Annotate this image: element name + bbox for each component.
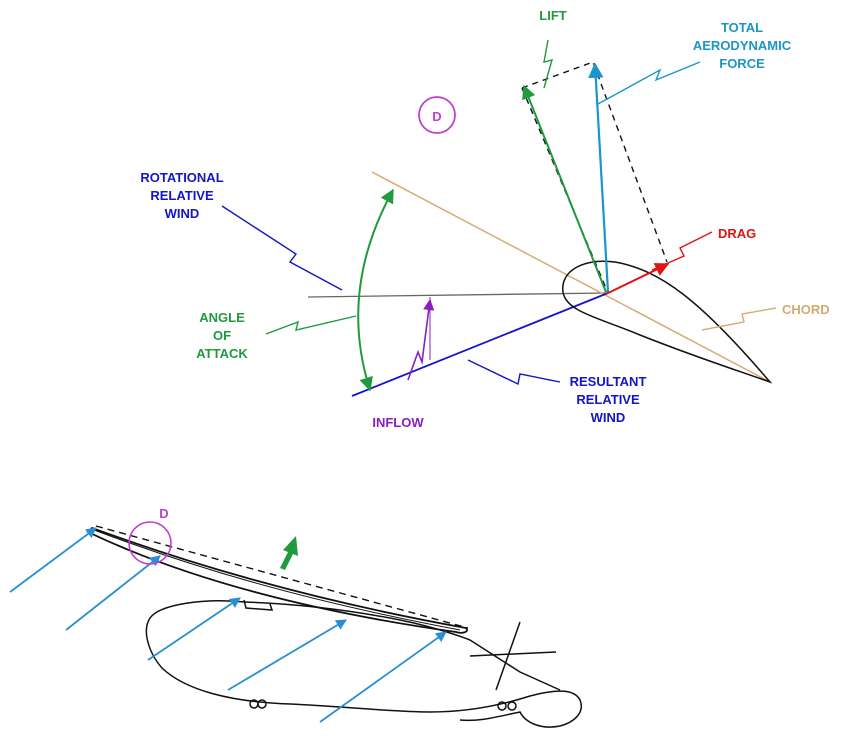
detail-marker-label-bottom: D: [159, 506, 168, 521]
angle-of-attack-arc: [357, 188, 394, 392]
rotor-blade-edge: [93, 529, 461, 631]
inflow-arrow: [407, 298, 435, 381]
detail-marker-circle-bottom: [128, 521, 172, 565]
lift-label: LIFT: [539, 8, 566, 23]
detail-marker-label: D: [432, 109, 441, 124]
chord-label: CHORD: [782, 302, 830, 317]
rotational-wind-leader: [221, 205, 343, 291]
rotational-wind-label-2: RELATIVE: [150, 188, 214, 203]
inflow-label: INFLOW: [372, 415, 424, 430]
chord-leader: [701, 307, 777, 331]
helicopter-outline-icon: [145, 599, 582, 728]
lift-vector: [522, 84, 607, 293]
detail-marker-circle: [418, 96, 456, 134]
diagonal-arrow-icon: [9, 527, 447, 723]
chord-line: [371, 171, 771, 383]
up-right-arrow-icon: [280, 536, 298, 570]
total-force-leader: [597, 61, 701, 105]
angle-label-1: ANGLE: [199, 310, 245, 325]
drag-leader: [651, 231, 713, 271]
rotor-blade: [86, 526, 468, 634]
resultant-wind-label-2: RELATIVE: [576, 392, 640, 407]
resultant-wind-label-1: RESULTANT: [570, 374, 647, 389]
total-force-label-3: FORCE: [719, 56, 765, 71]
rotational-wind-label-3: WIND: [165, 206, 200, 221]
total-force-label-1: TOTAL: [721, 20, 763, 35]
blade-dashed-reference: [95, 525, 469, 629]
force-parallelogram: [521, 61, 668, 294]
total-force-label-2: AERODYNAMIC: [693, 38, 792, 53]
angle-label-3: ATTACK: [196, 346, 248, 361]
total-force-vector: [588, 62, 610, 293]
angle-label-2: OF: [213, 328, 231, 343]
lift-leader: [543, 39, 554, 89]
resultant-wind-label-3: WIND: [591, 410, 626, 425]
drag-label: DRAG: [718, 226, 756, 241]
resultant-wind-line: [351, 292, 609, 397]
rotational-wind-line: [307, 292, 609, 298]
resultant-wind-leader: [467, 359, 561, 386]
drag-vector: [605, 263, 670, 295]
rotational-wind-label-1: ROTATIONAL: [140, 170, 223, 185]
airfoil-outline: [562, 260, 773, 384]
angle-leader: [265, 315, 357, 335]
